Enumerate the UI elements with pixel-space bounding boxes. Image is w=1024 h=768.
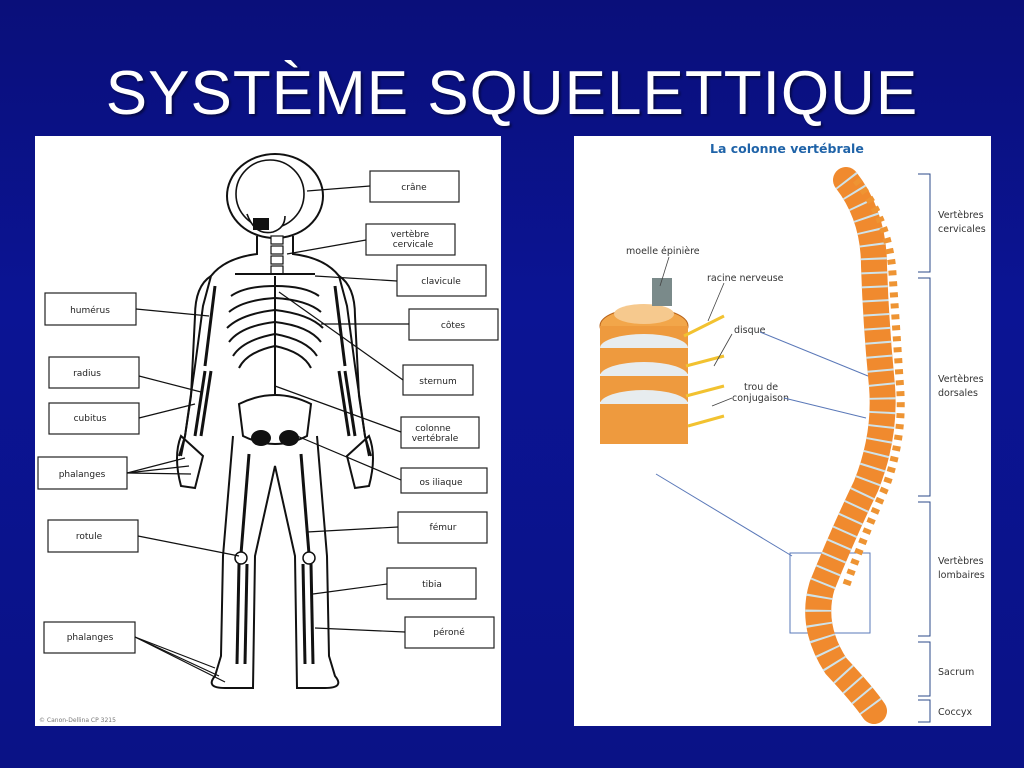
label-rotule: rotule	[76, 532, 103, 542]
label-phalanges-foot: phalanges	[67, 633, 114, 643]
vertebra-closeup	[599, 278, 725, 444]
label-cervicale: cervicale	[393, 240, 434, 250]
label-os-iliaque: os iliaque	[419, 478, 462, 488]
label-tibia: tibia	[422, 580, 442, 590]
skeleton-illustration: crâne vertèbre cervicale clavicule côtes…	[37, 153, 499, 724]
label-lombaires-1: Vertèbres	[938, 556, 984, 567]
label-cervicales-1: Vertèbres	[938, 210, 984, 221]
label-femur: fémur	[430, 522, 457, 533]
right-hand-outline	[345, 434, 374, 490]
spine-title: La colonne vertébrale	[710, 141, 864, 156]
label-cubitus: cubitus	[74, 414, 107, 424]
label-cervicales-2: cervicales	[938, 224, 986, 235]
label-lombaires-2: lombaires	[938, 570, 985, 581]
copyright-note: © Canon-Dellina CP 3215	[39, 717, 116, 724]
label-trou: trou de	[744, 382, 778, 393]
label-racine: racine nerveuse	[707, 273, 784, 284]
left-hand-outline	[176, 434, 205, 490]
spine-column	[805, 167, 905, 724]
legs-outline	[210, 435, 340, 689]
label-cotes: côtes	[441, 320, 466, 331]
label-dorsales-2: dorsales	[938, 388, 978, 399]
right-arm-outline	[338, 275, 372, 457]
label-coccyx: Coccyx	[938, 707, 973, 718]
label-sacrum: Sacrum	[938, 667, 974, 678]
skeleton-diagram: crâne vertèbre cervicale clavicule côtes…	[35, 136, 501, 726]
torso-outline	[180, 236, 370, 457]
label-perone: péroné	[433, 627, 465, 638]
slide-title: SYSTÈME SQUELETTIQUE	[105, 59, 919, 128]
label-vertebrale: vertébrale	[412, 433, 459, 444]
spine-illustration: La colonne vertébrale moelle épiniè	[599, 141, 986, 724]
label-vertebre: vertèbre	[391, 229, 430, 240]
label-clavicule: clavicule	[421, 277, 461, 287]
label-disque: disque	[734, 325, 766, 336]
label-radius: radius	[73, 369, 101, 379]
label-crane: crâne	[401, 183, 427, 193]
label-conjugaison: conjugaison	[732, 393, 789, 404]
label-phalanges-hand: phalanges	[59, 470, 106, 480]
spine-diagram: La colonne vertébrale moelle épiniè	[574, 136, 991, 726]
left-arm-outline	[178, 275, 212, 457]
label-moelle: moelle épinière	[626, 246, 700, 257]
label-humerus: humérus	[70, 305, 110, 316]
label-sternum: sternum	[419, 377, 456, 387]
label-dorsales-1: Vertèbres	[938, 374, 984, 385]
label-colonne: colonne	[415, 424, 451, 434]
